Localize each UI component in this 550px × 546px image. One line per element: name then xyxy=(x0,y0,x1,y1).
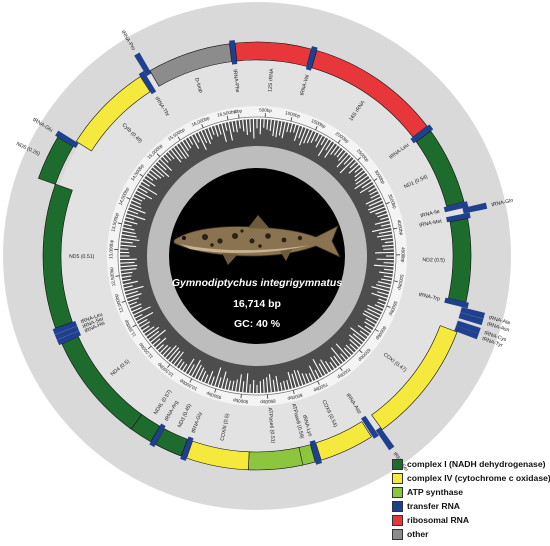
legend-label: complex I (NADH dehydrogenase) xyxy=(407,459,545,469)
tick-label: 13,000bp xyxy=(108,239,114,259)
legend-swatch xyxy=(392,459,403,470)
genome-length: 16,714 bp xyxy=(233,298,281,310)
tick-label: 4500bp xyxy=(400,247,405,263)
legend-item-complex-i: complex I (NADH dehydrogenase) xyxy=(392,458,550,470)
legend-swatch xyxy=(392,529,403,540)
gc-bar xyxy=(120,262,134,263)
species-name: Gymnodiptychus integrigymnatus xyxy=(172,277,343,289)
legend-label: other xyxy=(407,529,428,539)
gc-bar xyxy=(384,263,394,264)
gc-bar xyxy=(263,379,264,392)
legend: complex I (NADH dehydrogenase) complex I… xyxy=(392,458,550,542)
legend-swatch xyxy=(392,487,403,498)
legend-swatch xyxy=(392,473,403,484)
legend-swatch xyxy=(392,501,403,512)
legend-item-complex-iv: complex IV (cytochrome c oxidase) xyxy=(392,472,550,484)
tick-label: 500bp xyxy=(259,107,272,113)
legend-label: complex IV (cytochrome c oxidase) xyxy=(407,473,550,483)
tick-mark xyxy=(115,276,119,277)
feature-label: ND5 (0.51) xyxy=(69,254,95,260)
fish-image xyxy=(160,207,350,275)
gc-bar xyxy=(383,249,394,250)
gc-content: GC: 40 % xyxy=(234,318,281,330)
legend-label: ribosomal RNA xyxy=(407,515,469,525)
gc-bar xyxy=(250,119,251,132)
tick-mark xyxy=(239,114,240,118)
legend-label: ATP synthase xyxy=(407,487,463,497)
legend-item-other: other xyxy=(392,528,550,540)
legend-item-transfer-rna: transfer RNA xyxy=(392,500,550,512)
legend-item-atp-synthase: ATP synthase xyxy=(392,486,550,498)
legend-swatch xyxy=(392,515,403,526)
legend-item-ribosomal-rna: ribosomal RNA xyxy=(392,514,550,526)
legend-label: transfer RNA xyxy=(407,501,460,511)
gc-bar xyxy=(253,119,254,138)
feature-label: ND2 (0.5) xyxy=(422,257,445,263)
